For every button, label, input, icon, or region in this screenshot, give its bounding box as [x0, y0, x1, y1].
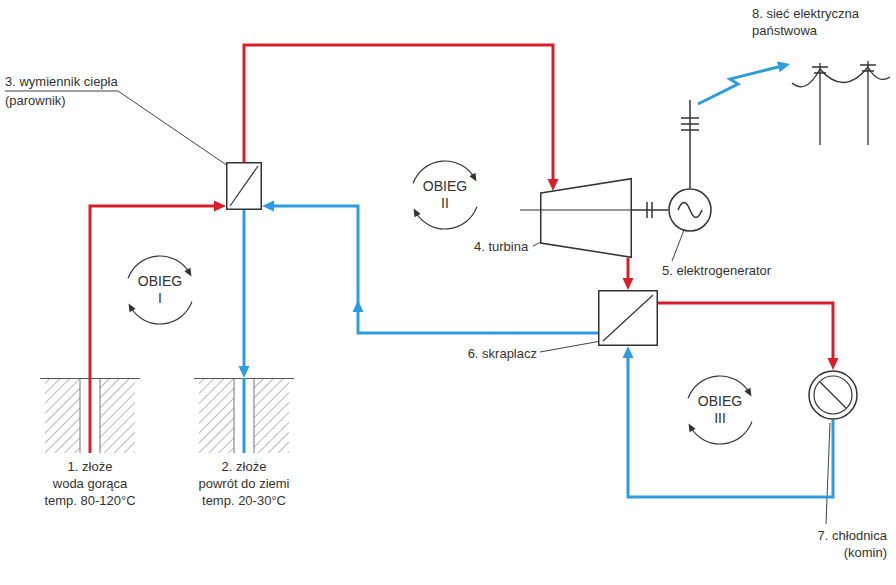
cycle-arrow-head [414, 209, 421, 218]
part-label: 5. elektrogenerator [662, 262, 771, 279]
condenser: 6. skraplacz [598, 290, 658, 346]
cycle-label: OBIEG III [697, 393, 744, 427]
part-label: 8. sieć elektryczna państwowa [752, 5, 882, 39]
pipe-line [698, 66, 781, 104]
pipe-line [689, 100, 691, 188]
hot-water-deposit-symbol [40, 378, 140, 453]
electric-generator-symbol [668, 188, 712, 232]
return-deposit-symbol [194, 378, 294, 453]
arrow-head [623, 346, 634, 358]
pipe-line [244, 45, 553, 182]
turbine-symbol [540, 178, 632, 258]
arrow-head [353, 300, 364, 312]
leader-line [672, 230, 684, 261]
cycle-arrow-head [469, 173, 476, 182]
hot-water-deposit: 1. złożewoda gorąca temp. 80-120°C [40, 378, 140, 453]
pipe-connector [690, 62, 790, 188]
pipe-line [627, 258, 630, 281]
part-label: 4. turbina [474, 238, 528, 255]
pipe-connector [658, 303, 839, 370]
cooler-chimney: 7. chłodnica (komin) [808, 370, 858, 420]
cycle-arrow-head [184, 268, 191, 277]
part-label: powrót do ziemi temp. 20-30°C [190, 475, 298, 509]
pipe-connector [632, 210, 668, 211]
leader-line [826, 423, 830, 524]
power-grid-symbol [790, 55, 890, 145]
arrow-head [623, 278, 634, 290]
arrow-head [214, 201, 226, 212]
power-grid: 8. sieć elektryczna państwowa [790, 55, 890, 145]
pipe-line [632, 209, 668, 211]
part-label: 6. skraplacz [455, 345, 537, 362]
pipe-connector [244, 45, 559, 191]
cooler-chimney-symbol [808, 370, 858, 420]
arrow-head [239, 366, 250, 378]
return-deposit: 2. złożepowrót do ziemi temp. 20-30°C [194, 378, 294, 453]
connectors [90, 45, 839, 497]
part-label: 2. złoże [190, 458, 298, 475]
part-label: 1. złoże [36, 458, 144, 475]
cycle-arrow-head [744, 388, 751, 397]
turbine: 4. turbina [540, 178, 632, 258]
pipe-line [243, 210, 246, 369]
heat-exchanger-symbol [226, 162, 262, 210]
cycle-label: OBIEG II [422, 178, 469, 212]
part-label: woda gorąca temp. 80-120°C [36, 475, 144, 509]
leader-lines [5, 91, 830, 524]
part-label: 3. wymiennik ciepła (parownik) [5, 72, 130, 110]
condenser-symbol [598, 290, 658, 346]
arrow-head [548, 179, 559, 191]
pipe-connector [623, 346, 834, 497]
cycle-arrow-head [129, 304, 136, 313]
arrow-head [262, 201, 274, 212]
pipe-line [90, 206, 217, 378]
electric-generator: 5. elektrogenerator [668, 188, 712, 232]
arrow-head [777, 62, 790, 73]
arrow-head [828, 358, 839, 370]
pipe-connector [90, 201, 226, 379]
part-label: 7. chłodnica (komin) [795, 527, 887, 561]
leader-line [540, 341, 601, 352]
cycle-arrow-head [689, 424, 696, 433]
pipe-line [658, 303, 833, 361]
pipe-line [628, 355, 833, 497]
heat-exchanger: 3. wymiennik ciepła (parownik) [226, 162, 262, 210]
pipe-connector [239, 210, 250, 378]
cycle-label: OBIEG I [137, 273, 184, 307]
pipe-connector [623, 258, 634, 290]
